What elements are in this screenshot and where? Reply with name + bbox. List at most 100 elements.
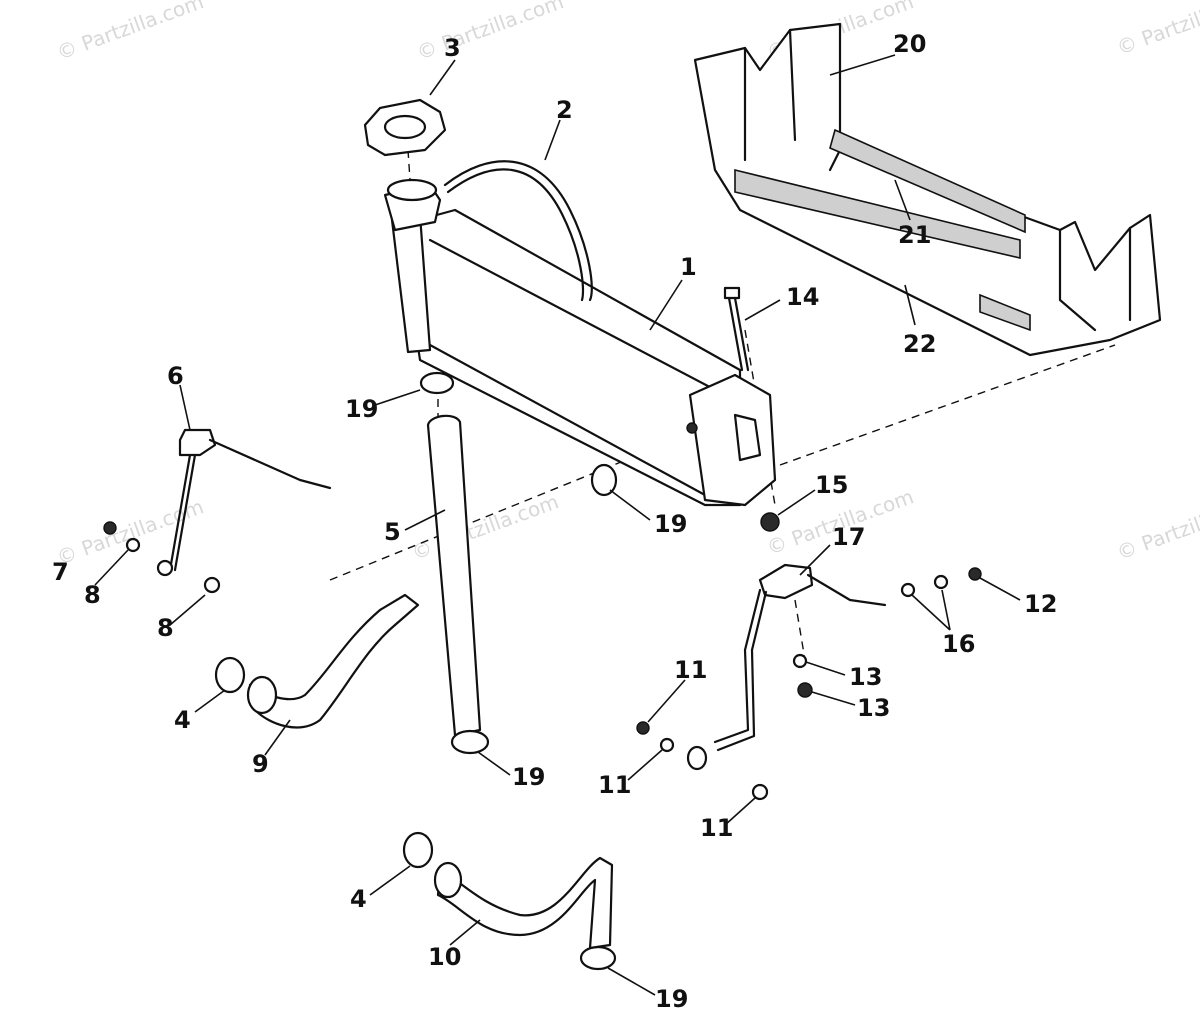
leader-19c [477,751,511,776]
callout-19: 19 [345,395,378,423]
leader-8a [94,549,129,586]
leader-lines [94,54,1021,996]
callout-10: 10 [428,943,461,971]
bottom-hose-end [433,861,463,899]
watermark: © Partzilla.com [54,494,207,569]
callout-3: 3 [444,34,461,62]
callout-13: 12 [1024,590,1057,618]
dashed-line [329,429,701,581]
radiator-right-tank [688,373,777,507]
spring-clamp [402,831,434,869]
bottom-hose-body [436,856,614,950]
upper-hose [426,414,482,737]
hose-clamp [579,945,617,971]
left-bracket [156,428,332,577]
callout-8: 8 [157,614,174,642]
leader-8b [169,594,206,626]
washer [203,576,221,594]
bolt-small [103,521,117,535]
dashed-line [794,599,806,661]
callout-11: 11 [598,771,631,799]
lower-hose [246,593,420,729]
leader-19d [607,967,656,996]
watermark: © Partzilla.com [54,0,207,65]
callout-21: 21 [898,221,931,249]
nut [968,567,982,581]
leader-10 [449,919,481,946]
radiator-bracket [733,413,762,462]
callout-4: 4 [174,706,191,734]
watermark: © Partzilla.com [414,0,567,65]
callout-9: 9 [252,750,269,778]
nut [636,721,650,735]
radiator-fitting [686,422,698,434]
overflow-hose [443,160,593,302]
right-bracket [686,563,887,771]
callout-19: 19 [512,763,545,791]
leader-2 [544,119,561,161]
leader-20 [829,54,896,76]
callout-15: 15 [815,471,848,499]
nut [797,682,813,698]
overflow-hose-line [443,160,593,302]
bottom-hose [433,856,614,950]
tray-rail-rear [829,128,1026,234]
callout-18: 14 [786,283,819,311]
leader-12 [647,679,686,723]
leader-16 [911,589,951,631]
callout-14: 13 [849,663,882,691]
leader-5 [404,509,446,531]
seat-tray [693,22,1162,357]
watermark: © Partzilla.com [1114,0,1200,60]
leader-14 [805,661,846,676]
callout-4: 4 [350,885,367,913]
callout-labels: 3 2 1 14 20 21 22 19 19 19 19 5 6 7 8 8 … [52,30,1057,1013]
callout-13: 13 [857,694,890,722]
callout-1: 1 [680,253,697,281]
leader-13b [811,691,856,706]
lower-hose-end [246,675,278,715]
right-bracket-arm [806,573,887,607]
leader-3 [429,59,456,96]
right-bracket-leg [713,588,768,752]
leader-6 [179,384,191,431]
lower-hose-body [248,593,420,729]
leader-17 [799,544,831,576]
leader-11b [724,797,756,826]
overflow-hose-line-inner [446,168,585,302]
cap-center [383,114,427,140]
leader-19a [374,389,421,406]
leader-1 [649,279,683,331]
callout-20: 20 [893,30,926,58]
left-bracket-arm [208,438,332,490]
leader-21 [894,179,911,221]
callout-17: 17 [832,523,865,551]
callout-11: 11 [700,814,733,842]
leader-22 [904,284,916,326]
left-hardware [103,521,221,594]
bolt [723,286,750,372]
tray-edges [743,28,1132,332]
leader-15 [777,489,816,516]
callout-22: 22 [903,330,936,358]
washer [751,783,769,801]
left-bracket-leg [168,453,197,572]
radiator-core-lines [428,238,727,497]
bolt-head [723,286,741,300]
tray-rail-inner [734,168,1021,260]
spring-clamps [214,656,434,869]
callout-19: 19 [654,510,687,538]
leader-9 [264,719,291,756]
leader-19b [609,489,651,521]
callout-5: 5 [384,518,401,546]
watermark: © Partzilla.com [1114,489,1200,564]
leader-4b [369,865,411,896]
hose-clamp [450,729,490,755]
callout-2: 2 [556,96,573,124]
washer [900,582,916,598]
hose-clamp [419,371,455,395]
tray-rail-end [979,293,1031,332]
washer [792,653,808,669]
callout-12: 11 [674,656,707,684]
